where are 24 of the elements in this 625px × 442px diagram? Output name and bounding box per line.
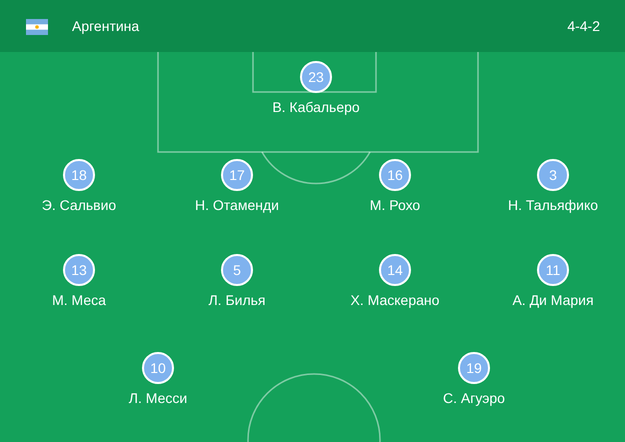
player-name: Л. Билья — [208, 292, 266, 308]
player-name: В. Кабальеро — [272, 99, 360, 115]
player-name: А. Ди Мария — [512, 292, 594, 308]
player-number-circle: 17 — [221, 159, 253, 191]
player-number-circle: 18 — [63, 159, 95, 191]
player-number-circle: 19 — [458, 352, 490, 384]
player-name: Н. Тальяфико — [508, 197, 598, 213]
player-name: Э. Сальвио — [42, 197, 116, 213]
player-name: М. Рохо — [370, 197, 420, 213]
player-name: Х. Маскерано — [350, 292, 440, 308]
player-number-circle: 11 — [537, 254, 569, 286]
player-name: М. Меса — [52, 292, 106, 308]
player-number-circle: 10 — [142, 352, 174, 384]
player-number-circle: 3 — [537, 159, 569, 191]
player-number-circle: 16 — [379, 159, 411, 191]
team-name: Аргентина — [72, 18, 140, 34]
player-name: С. Агуэро — [443, 390, 505, 406]
formation-label: 4-4-2 — [567, 18, 600, 34]
player-number-circle: 14 — [379, 254, 411, 286]
player-name: Л. Месси — [128, 390, 188, 406]
player-number-circle: 13 — [63, 254, 95, 286]
player-number-circle: 23 — [300, 61, 332, 93]
player-name: Н. Отаменди — [195, 197, 279, 213]
player-number-circle: 5 — [221, 254, 253, 286]
